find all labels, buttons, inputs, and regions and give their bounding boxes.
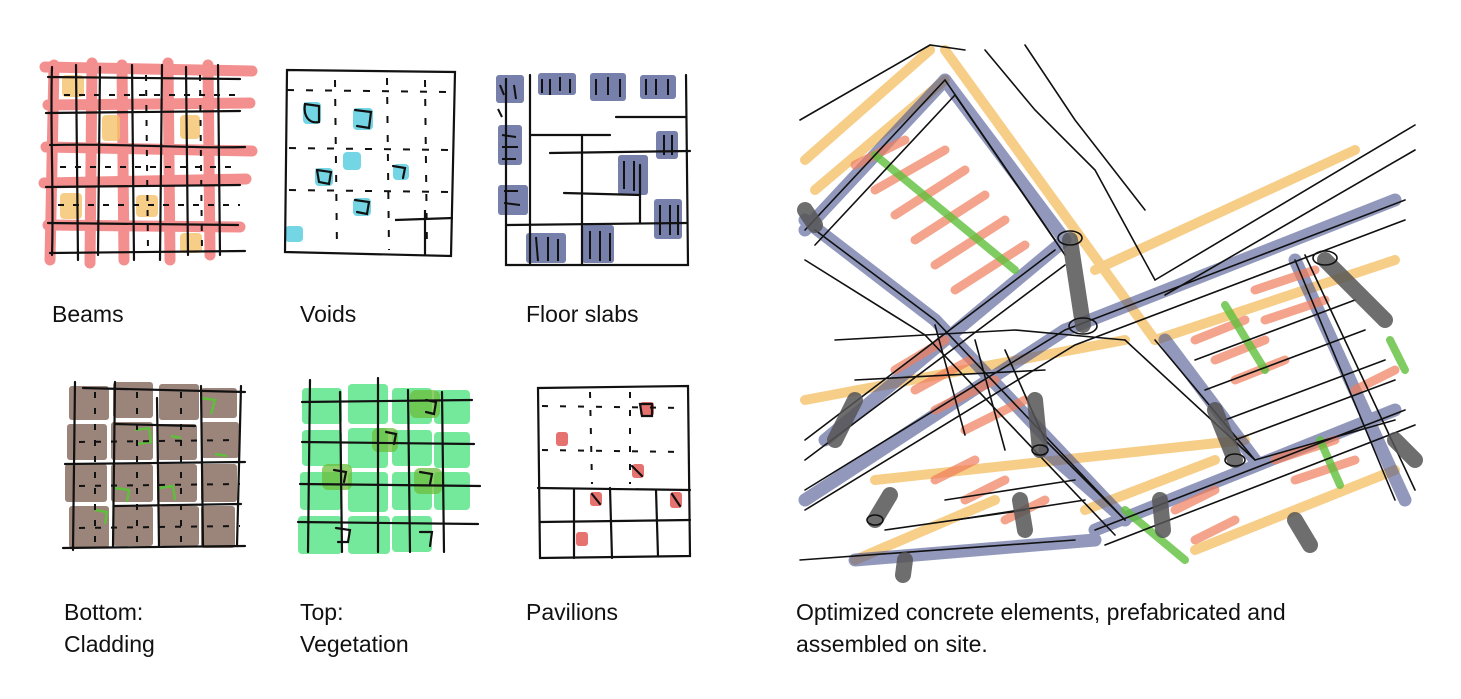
- pavilions-diagram: [536, 384, 692, 560]
- vegetation-diagram: [296, 376, 482, 554]
- beams-sketch: [38, 55, 260, 270]
- main-caption: Optimized concrete elements, prefabricat…: [796, 599, 1286, 657]
- voids-diagram: [283, 68, 457, 258]
- voids-sketch: [275, 60, 465, 260]
- floor-slabs-diagram: [496, 73, 692, 267]
- floor-slabs-sketch: [490, 65, 700, 270]
- floor-slabs-label: Floor slabs: [526, 301, 639, 327]
- cladding-label: Bottom: Cladding: [64, 599, 155, 657]
- beams-diagram: [38, 57, 258, 269]
- voids-label: Voids: [300, 301, 357, 327]
- cladding-sketch: [55, 378, 250, 558]
- vegetation-label: Top: Vegetation: [300, 599, 409, 657]
- pavilions-label: Pavilions: [526, 599, 619, 625]
- cladding-diagram: [61, 380, 247, 552]
- pavilions-sketch: [530, 380, 700, 562]
- beams-label: Beams: [52, 301, 124, 327]
- vegetation-sketch: [292, 372, 487, 557]
- concrete-elements-sketch: [795, 40, 1425, 585]
- concrete-structure-illustration: [797, 44, 1423, 583]
